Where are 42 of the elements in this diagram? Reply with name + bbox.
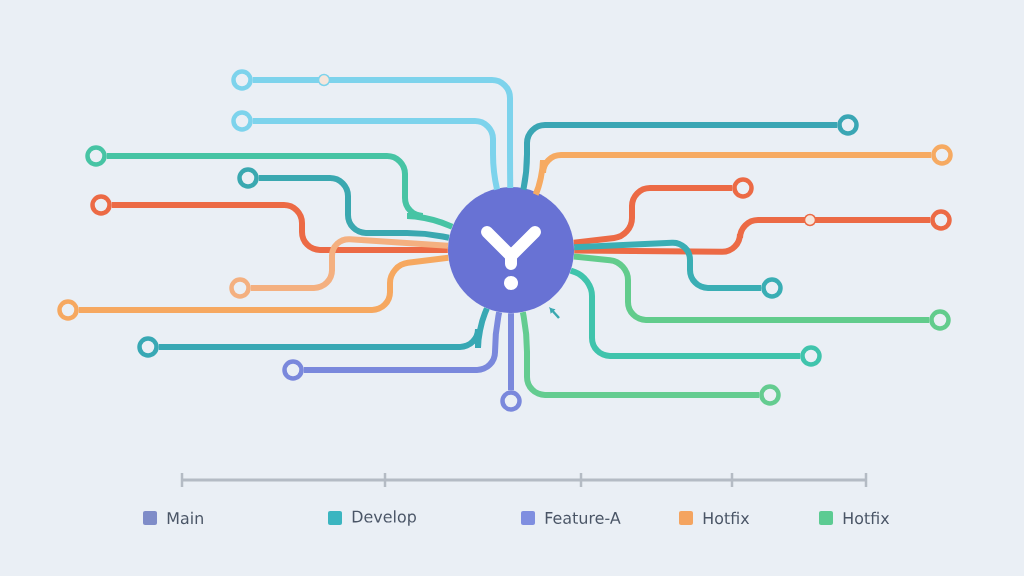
branch-line: [252, 77, 514, 191]
branch-line: [158, 307, 490, 351]
branch-endpoint: [85, 145, 107, 167]
branch-endpoint: [759, 384, 781, 406]
branch-line: [508, 313, 514, 391]
branch-endpoint: [732, 177, 754, 199]
branch-line: [303, 311, 503, 373]
branch-endpoint: [237, 167, 259, 189]
branch-endpoint: [229, 277, 251, 299]
legend-label: Develop: [352, 510, 416, 526]
branch-line: [532, 152, 932, 198]
branch-endpoint: [57, 299, 79, 321]
branch-endpoint: [137, 336, 159, 358]
branch-line: [252, 118, 501, 193]
branch-line: [573, 253, 930, 323]
hub-circle: [448, 187, 574, 313]
branch-line: [106, 153, 454, 230]
legend-label: Feature-A: [545, 512, 621, 524]
branch-line: [573, 185, 733, 246]
branch-endpoint: [90, 194, 112, 216]
branch-endpoint: [231, 69, 253, 91]
branch-line: [258, 175, 450, 241]
branch-endpoint: [231, 110, 253, 132]
branch-line: [569, 267, 801, 359]
branch-endpoint: [837, 114, 859, 136]
branch-endpoint: [931, 144, 953, 166]
branch-line: [574, 239, 762, 291]
legend-label: Main: [167, 511, 203, 525]
legend-label: Hotfix: [843, 511, 890, 525]
legend-label: Hotfix: [703, 511, 750, 525]
branch-endpoint: [761, 277, 783, 299]
branch-endpoint: [800, 345, 822, 367]
branch-line: [574, 217, 931, 255]
branch-endpoint: [929, 309, 951, 331]
branch-endpoint: [282, 359, 304, 381]
branch-endpoint: [500, 390, 522, 412]
branch-line: [78, 254, 449, 313]
branch-line: [520, 122, 838, 193]
branch-line: [111, 202, 448, 253]
branch-endpoint: [930, 209, 952, 231]
branch-line: [250, 236, 449, 291]
branch-line: [519, 311, 760, 398]
